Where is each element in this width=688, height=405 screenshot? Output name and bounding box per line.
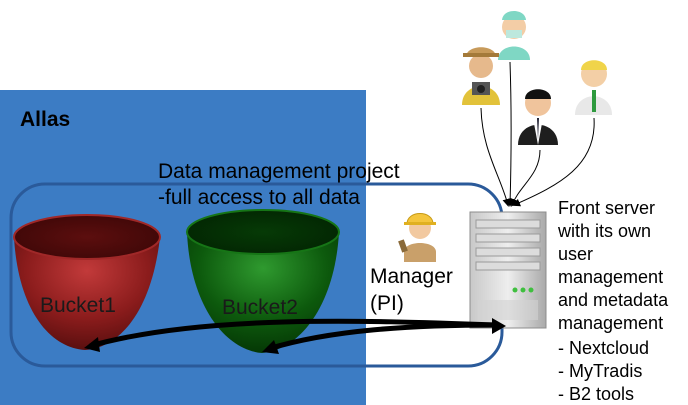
allas-title: Allas [20, 108, 71, 131]
tool-item-mytradis: - MyTradis [558, 361, 643, 381]
server-description-line: user [558, 244, 594, 264]
server-icon [469, 211, 547, 329]
manager-icon [398, 213, 436, 262]
project-title: Data management project [158, 160, 400, 183]
office-worker-user-icon [575, 60, 612, 115]
server-description-line: Front server [558, 198, 656, 218]
tool-item-b2-tools: - B2 tools [558, 384, 635, 404]
manager-role-label: (PI) [370, 292, 404, 315]
photographer-user-icon [462, 47, 500, 105]
businessman-user-icon [518, 89, 558, 145]
bucket2-label: Bucket2 [222, 296, 298, 319]
nurse-user-icon [498, 11, 530, 60]
server-description-line: management [558, 267, 664, 287]
manager-label: Manager [370, 265, 453, 288]
server-description-line: with its own [558, 221, 652, 241]
bucket1-icon [13, 214, 161, 350]
project-subtitle: -full access to all data [158, 186, 360, 209]
bucket1-label: Bucket1 [40, 294, 116, 317]
server-description-line: and metadata [558, 290, 669, 310]
tool-item-nextcloud: - Nextcloud [558, 338, 650, 358]
bucket-server-connection [84, 318, 506, 354]
server-description-line: management [558, 313, 664, 333]
user-connection-lines [480, 61, 595, 207]
